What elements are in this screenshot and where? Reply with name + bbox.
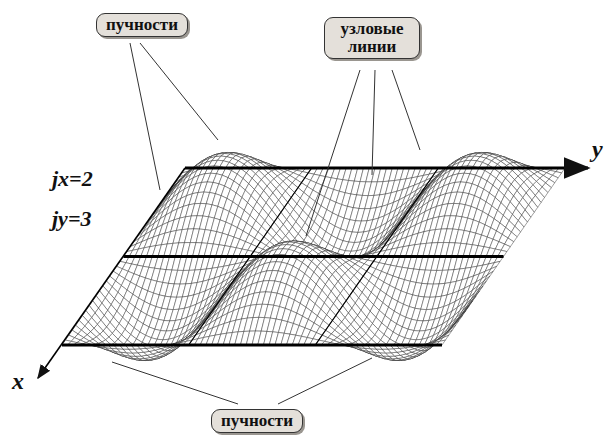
- mesh-cell: [484, 271, 493, 281]
- mesh-cell: [487, 266, 496, 275]
- surface-mesh: [62, 152, 565, 360]
